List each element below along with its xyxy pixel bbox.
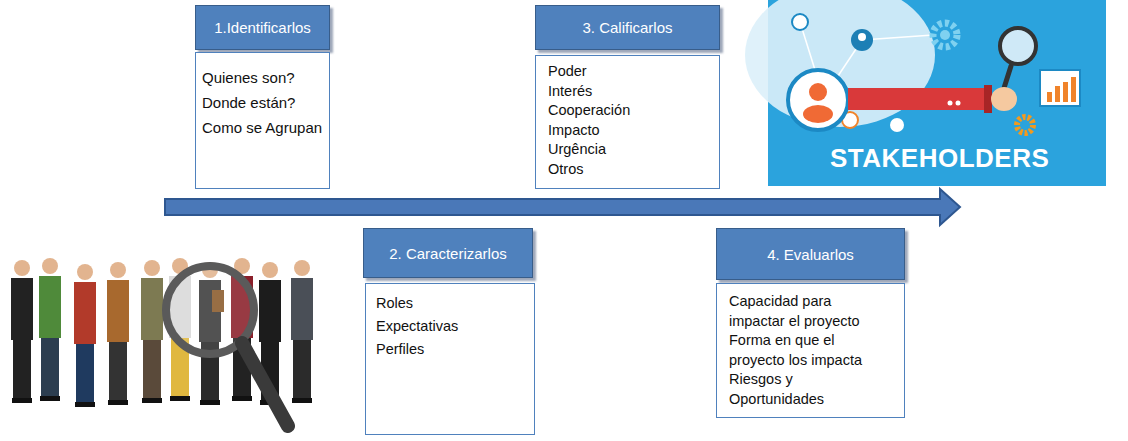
person-legs xyxy=(109,342,127,400)
person-head xyxy=(42,258,58,274)
person-head xyxy=(144,260,160,276)
node-text: Urgência xyxy=(548,140,711,160)
person-icon-head xyxy=(858,33,866,41)
step-body: RolesExpectativasPerfiles xyxy=(365,283,535,435)
chart-bar xyxy=(1063,82,1068,102)
person-shoes xyxy=(108,400,128,405)
chart-bar xyxy=(1055,86,1060,102)
person-legs xyxy=(41,338,59,396)
avatar-body xyxy=(803,105,833,123)
person-legs xyxy=(143,340,161,398)
person-shoes xyxy=(292,398,312,403)
person-head xyxy=(110,262,126,278)
node-text: Roles xyxy=(376,292,526,315)
hand xyxy=(991,87,1017,111)
person-shoes xyxy=(232,396,252,401)
person-legs xyxy=(76,344,94,402)
person-shoes xyxy=(12,398,32,403)
magnifier-lens xyxy=(1000,28,1036,64)
node-text: Impacto xyxy=(548,121,711,141)
node-text: Otros xyxy=(548,160,711,180)
node-text: 2. Caracterizarlos xyxy=(389,245,507,262)
person-legs xyxy=(293,340,311,398)
step-body: Capacidad para impactar el proyecto Form… xyxy=(716,283,905,418)
person-head xyxy=(77,264,93,280)
person-icon xyxy=(792,14,808,30)
person-shoes xyxy=(142,398,162,403)
step-body: Quienes son?Donde están?Como se Agrupan xyxy=(195,52,330,189)
node-text: Donde están? xyxy=(202,90,323,115)
person-icon xyxy=(890,118,904,132)
gear-icon xyxy=(933,23,957,47)
person-legs xyxy=(13,340,31,398)
person-torso xyxy=(291,278,313,340)
person-head xyxy=(14,260,30,276)
person-shoes xyxy=(40,396,60,401)
sleeve-button xyxy=(948,101,953,106)
node-text: Perfiles xyxy=(376,338,526,361)
magnifier-handle xyxy=(1004,66,1011,88)
person-shoes xyxy=(170,396,190,401)
step-header: 4. Evaluarlos xyxy=(716,228,905,280)
node-text: Poder xyxy=(548,62,711,82)
node-text: Capacidad para impactar el proyecto Form… xyxy=(729,292,880,409)
node-text: Interés xyxy=(548,82,711,102)
person-torso xyxy=(259,280,281,342)
node-text: Como se Agrupan xyxy=(202,115,323,140)
person-shoes xyxy=(200,400,220,405)
node-text: Cooperación xyxy=(548,101,711,121)
chart-icon xyxy=(1040,70,1080,106)
avatar-circle xyxy=(788,70,848,130)
person-head xyxy=(294,260,310,276)
person-torso xyxy=(107,280,129,342)
chart-bar xyxy=(1071,77,1076,102)
step-header: 3. Calificarlos xyxy=(535,5,720,50)
magnifier-handle xyxy=(242,343,288,426)
person-shoes xyxy=(75,402,95,407)
step-body: PoderInterésCooperaciónImpactoUrgênciaOt… xyxy=(535,55,720,189)
node-text: 3. Calificarlos xyxy=(582,19,672,36)
chart-bar xyxy=(1047,92,1052,102)
step-header: 1.Identificarlos xyxy=(195,5,330,50)
node-text: 1.Identificarlos xyxy=(214,19,311,36)
timeline-arrow xyxy=(165,189,960,225)
gear-icon-hub xyxy=(940,30,950,40)
person-torso xyxy=(11,278,33,340)
avatar-head xyxy=(809,83,827,101)
arm-sleeve xyxy=(848,88,986,110)
person-torso xyxy=(39,276,61,338)
person-head xyxy=(262,262,278,278)
node-text: Quienes son? xyxy=(202,65,323,90)
person-torso xyxy=(141,278,163,340)
node-text: Expectativas xyxy=(376,315,526,338)
image-title: STAKEHOLDERS xyxy=(830,143,1049,174)
arm-cuff xyxy=(984,85,992,113)
sleeve-button xyxy=(956,101,961,106)
person-torso xyxy=(74,282,96,344)
person-icon xyxy=(851,29,873,51)
node-text: 4. Evaluarlos xyxy=(767,246,854,263)
step-header: 2. Caracterizarlos xyxy=(363,228,533,278)
gear-icon xyxy=(1017,117,1033,133)
